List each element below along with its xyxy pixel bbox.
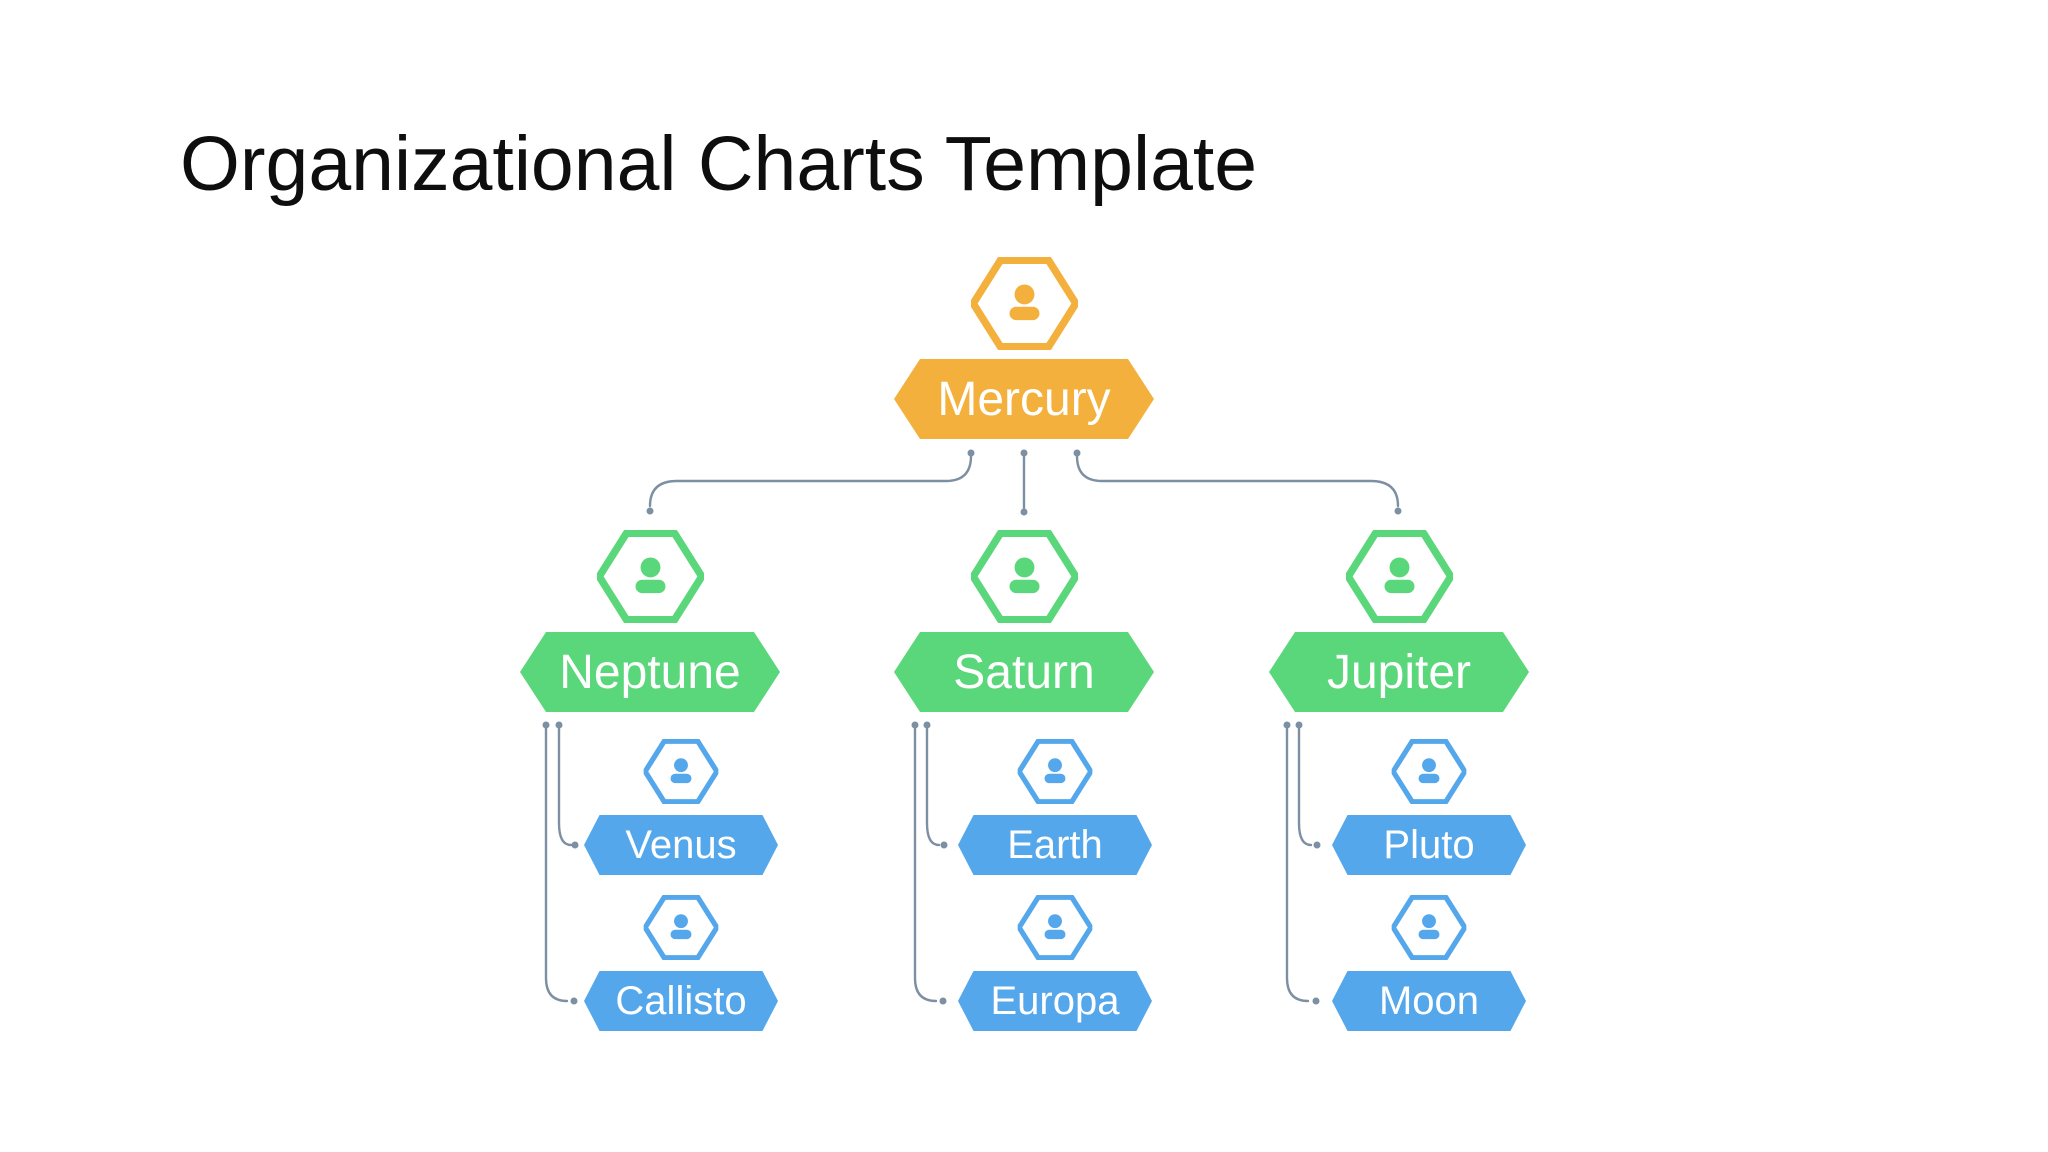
slide-title: Organizational Charts Template (180, 121, 1258, 207)
person-icon (597, 530, 704, 623)
person-icon (971, 257, 1078, 350)
node-banner: Moon (1332, 971, 1526, 1031)
node-label: Moon (1378, 978, 1480, 1023)
node-banner: Venus (584, 815, 778, 875)
org-node-earth[interactable]: Earth (958, 739, 1152, 875)
node-banner: Saturn (894, 632, 1154, 712)
org-node-europa[interactable]: Europa (958, 895, 1152, 1031)
node-banner: Callisto (584, 971, 778, 1031)
org-node-venus[interactable]: Venus (584, 739, 778, 875)
node-label: Europa (990, 978, 1120, 1023)
node-label: Neptune (559, 645, 741, 699)
person-icon (971, 530, 1078, 623)
org-node-callisto[interactable]: Callisto (584, 895, 778, 1031)
node-label: Callisto (615, 978, 747, 1023)
node-banner: Neptune (520, 632, 780, 712)
org-node-pluto[interactable]: Pluto (1332, 739, 1526, 875)
person-icon (1016, 895, 1094, 960)
person-icon (642, 739, 720, 804)
person-icon (1390, 739, 1468, 804)
node-label: Saturn (953, 645, 1095, 699)
node-label: Pluto (1383, 822, 1475, 867)
org-node-moon[interactable]: Moon (1332, 895, 1526, 1031)
node-banner: Jupiter (1269, 632, 1529, 712)
node-label: Jupiter (1326, 645, 1472, 699)
node-label: Earth (1007, 822, 1103, 867)
org-node-saturn[interactable]: Saturn (894, 530, 1154, 712)
node-banner: Earth (958, 815, 1152, 875)
person-icon (1390, 895, 1468, 960)
person-icon (642, 895, 720, 960)
person-icon (1016, 739, 1094, 804)
org-node-mercury[interactable]: Mercury (894, 257, 1154, 439)
person-icon (1346, 530, 1453, 623)
org-node-neptune[interactable]: Neptune (520, 530, 780, 712)
org-node-jupiter[interactable]: Jupiter (1269, 530, 1529, 712)
node-banner: Pluto (1332, 815, 1526, 875)
node-banner: Europa (958, 971, 1152, 1031)
node-label: Mercury (937, 372, 1111, 426)
node-label: Venus (625, 822, 737, 867)
node-banner: Mercury (894, 359, 1154, 439)
